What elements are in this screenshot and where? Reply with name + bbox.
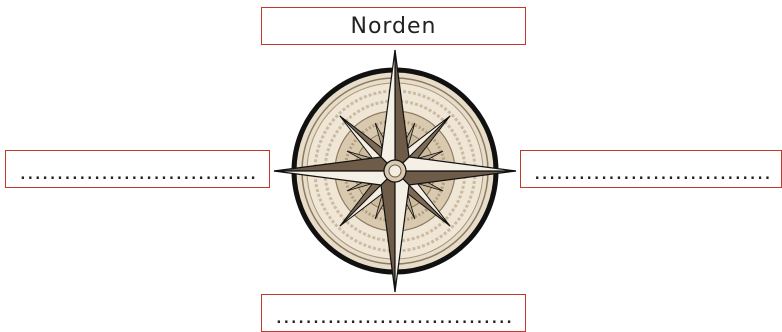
- south-answer-placeholder: ................................: [274, 311, 513, 327]
- north-label: Norden: [350, 14, 436, 39]
- west-answer-box[interactable]: ................................: [5, 150, 270, 188]
- east-answer-placeholder: ................................: [533, 167, 769, 183]
- west-answer-placeholder: ................................: [18, 167, 257, 183]
- north-label-box[interactable]: Norden: [261, 7, 526, 45]
- compass-rose-icon: [270, 48, 520, 294]
- south-answer-box[interactable]: ................................: [261, 294, 526, 332]
- east-answer-box[interactable]: ................................: [520, 150, 782, 188]
